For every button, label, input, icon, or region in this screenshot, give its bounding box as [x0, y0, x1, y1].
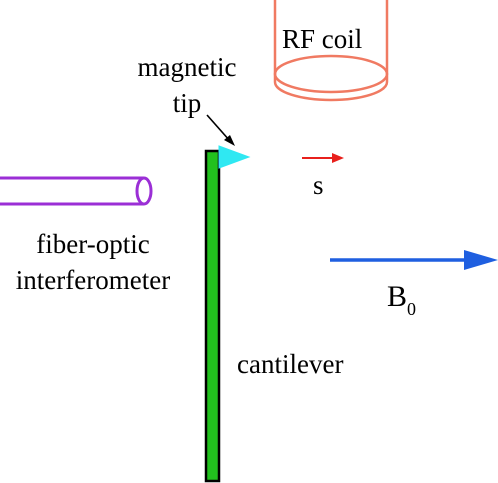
- tip-pointer: [206, 114, 235, 146]
- fiber-optic-label-line1: fiber-optic: [36, 229, 150, 259]
- cantilever-label: cantilever: [237, 349, 344, 379]
- spin-label: s: [313, 170, 324, 200]
- field-symbol: B: [387, 280, 408, 313]
- rf-coil-ring-upper: [273, 54, 389, 94]
- magnetic-tip: [218, 145, 251, 169]
- fiber-optic-label-line2: interferometer: [15, 265, 171, 295]
- field-arrow: [330, 250, 498, 270]
- cantilever-beam: [204, 149, 221, 483]
- rf-coil-ring-lower: [273, 81, 389, 102]
- field-label: B0: [387, 280, 416, 320]
- spin-arrow: [302, 153, 344, 163]
- magnetic-tip-label-line1: magnetic: [137, 52, 237, 82]
- magnetic-tip-label-line2: tip: [172, 88, 202, 118]
- rf-coil-body: [273, 0, 389, 82]
- field-subscript: 0: [407, 299, 417, 319]
- rf-coil: [273, 0, 389, 102]
- fiber-optic: [0, 176, 153, 206]
- rf-coil-label: RF coil: [282, 24, 363, 54]
- fiber-optic-body: [0, 176, 144, 206]
- fiber-optic-end: [135, 176, 153, 206]
